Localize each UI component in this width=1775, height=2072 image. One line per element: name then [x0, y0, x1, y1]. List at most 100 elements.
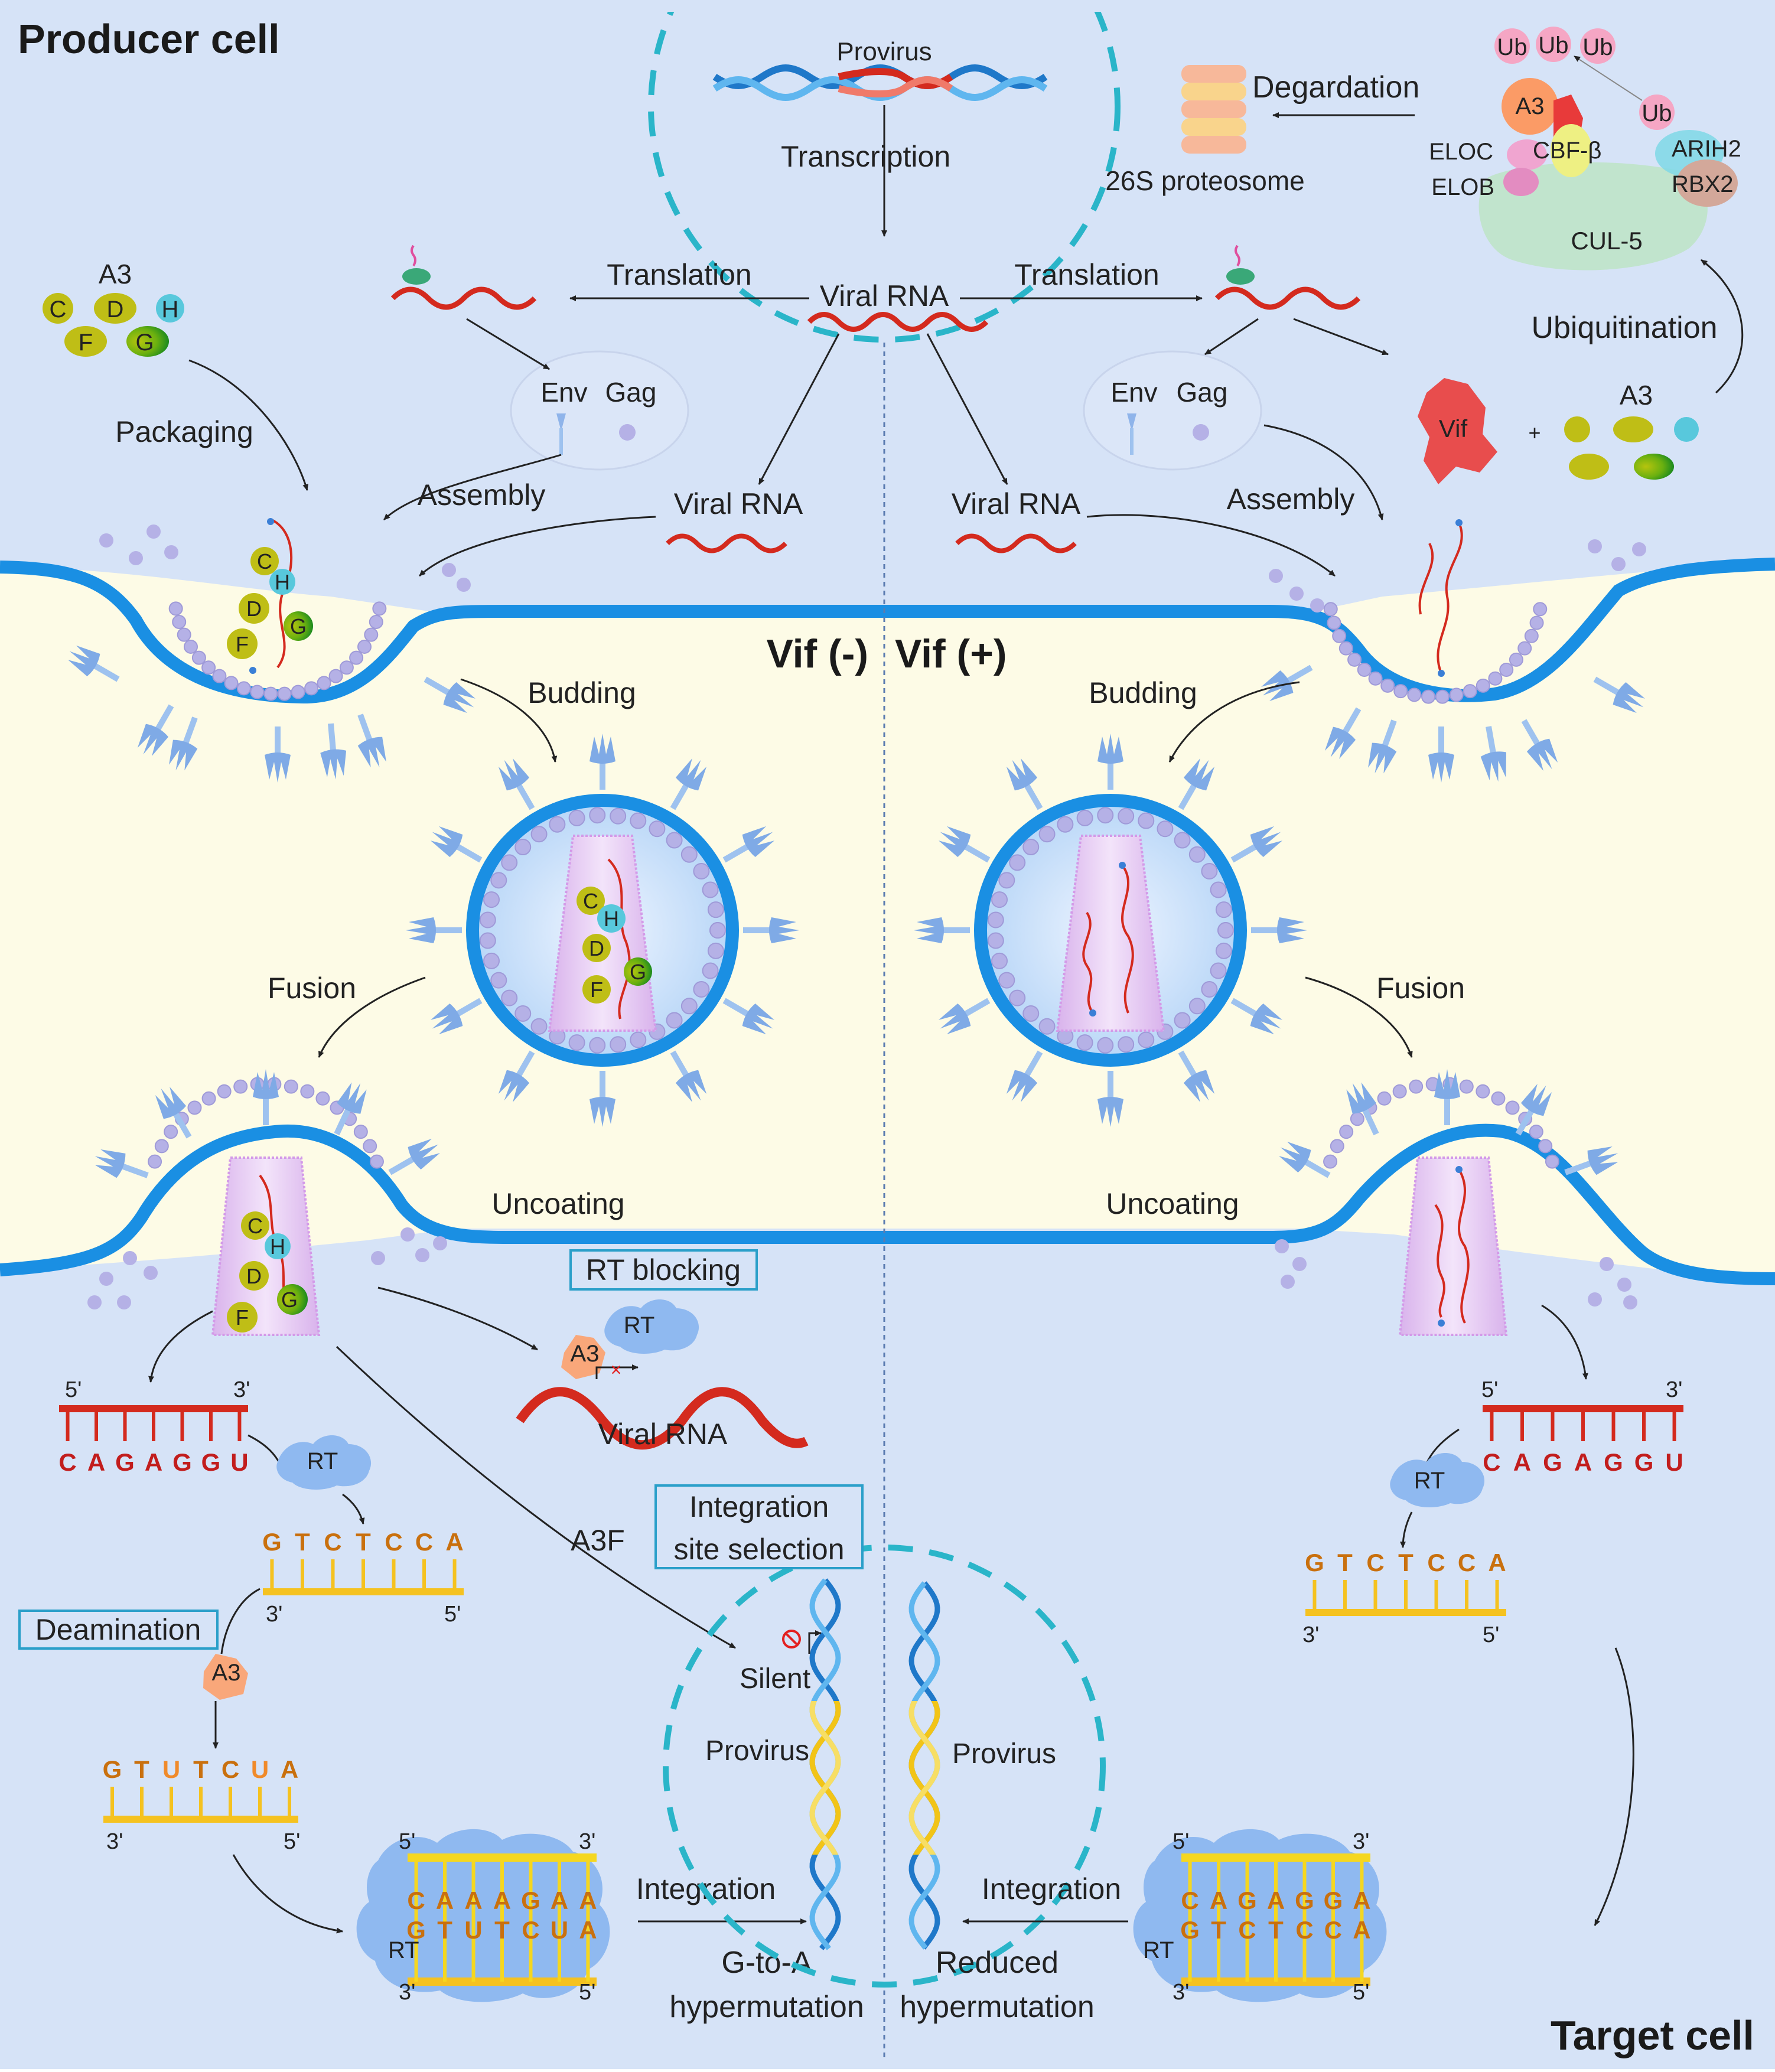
ub-label-4: Ub: [1642, 100, 1672, 126]
fusion-left-label: Fusion: [268, 972, 356, 1005]
svg-text:C: C: [247, 1214, 263, 1238]
left-rt-label: RT: [307, 1448, 338, 1474]
right-ds-3-bottom: 3': [1173, 1980, 1189, 2005]
provirus-label-top: Provirus: [836, 37, 932, 66]
budding-right-label: Budding: [1089, 676, 1197, 709]
left-mut-5-label: 5': [284, 1829, 300, 1854]
vif-negative-label: Vif (-): [767, 631, 869, 676]
env-left-label: Env: [540, 377, 587, 408]
left-rna-base-0: C: [58, 1448, 76, 1476]
svg-text:G: G: [281, 1288, 298, 1312]
svg-text:H: H: [270, 1234, 285, 1259]
rt-blocking-box: [569, 1249, 758, 1291]
right-ds-top-base-1: A: [1210, 1887, 1227, 1914]
a3-in-capsid-uncoating: C H D G F: [227, 1174, 308, 1333]
vif-protein-icon: [1418, 378, 1497, 484]
left-rna-base-2: G: [115, 1448, 135, 1476]
left-ds-top-base-0: C: [407, 1887, 425, 1914]
env-gag-bubble-right: [1083, 350, 1262, 471]
ribosome-mrna-left: [390, 245, 537, 310]
svg-text:D: D: [589, 936, 604, 960]
left-ds-top-base-3: A: [493, 1887, 511, 1914]
gag-right-label: Gag: [1177, 377, 1228, 408]
right-ds-top-base-0: C: [1181, 1887, 1198, 1914]
right-rt-label: RT: [1414, 1468, 1445, 1494]
provirus-right-label: Provirus: [952, 1738, 1056, 1770]
a3-packaged-budding: C H D G F: [227, 518, 313, 674]
right-outcome-line1: Reduced: [936, 1946, 1059, 1980]
right-rna-5-label: 5': [1481, 1377, 1498, 1402]
right-ds-top-base-2: G: [1237, 1887, 1257, 1914]
left-mut-base-5: U: [251, 1755, 269, 1783]
deamination-a3-label: A3: [212, 1660, 241, 1686]
uncoating-right-label: Uncoating: [1106, 1187, 1239, 1220]
env-glyph-left: [556, 413, 566, 455]
env-right-label: Env: [1110, 377, 1157, 408]
rt-blocking-a3-icon: [561, 1335, 605, 1379]
provirus-helix-right: [908, 1581, 940, 1950]
fusion-right-label: Fusion: [1376, 972, 1465, 1005]
cul5-label: CUL-5: [1571, 227, 1642, 255]
budding-site-right: [1261, 539, 1646, 783]
packaging-label: Packaging: [115, 415, 253, 448]
proteasome-icon: [1181, 65, 1246, 154]
silent-label: Silent: [740, 1663, 810, 1695]
left-ds-bottom-base-6: A: [579, 1916, 597, 1944]
left-mut-base-4: C: [222, 1755, 239, 1783]
svg-text:D: D: [246, 1264, 262, 1288]
right-ds-bottom-base-2: C: [1238, 1916, 1256, 1944]
eloc-label: ELOC: [1429, 139, 1493, 165]
integration-site-line1: Integration: [689, 1490, 829, 1523]
right-ds-5-top: 5': [1173, 1829, 1189, 1854]
right-ds-rt-blob: [1133, 1829, 1387, 2002]
left-cdna-3-label: 3': [266, 1602, 282, 1627]
right-cdna-base-0: G: [1305, 1549, 1324, 1576]
integration-site-box: [654, 1484, 864, 1569]
ubiquitination-label: Ubiquitination: [1531, 311, 1717, 345]
a3-right-label: A3: [1620, 380, 1653, 411]
rbx2-label: RBX2: [1672, 171, 1734, 197]
env-glyph-right: [1127, 413, 1136, 455]
left-ds-top-base-4: G: [521, 1887, 540, 1914]
plus-sign: +: [1528, 421, 1540, 445]
left-rna-base-1: A: [87, 1448, 105, 1476]
deamination-a3-icon: [203, 1654, 248, 1700]
a3-f-label: F: [79, 330, 93, 356]
left-outcome-line2: hypermutation: [669, 1990, 864, 2024]
left-rt-icon: [276, 1435, 372, 1490]
right-outcome-line2: hypermutation: [900, 1990, 1095, 2024]
vif-positive-label: Vif (+): [895, 631, 1007, 676]
vif-label: Vif: [1439, 415, 1468, 442]
left-ds-3-bottom: 3': [399, 1980, 415, 2005]
left-ds-bottom-base-3: T: [494, 1916, 510, 1944]
bottom-nucleus: [663, 1545, 1106, 1988]
left-ds-rt-label: RT: [388, 1937, 419, 1963]
budding-left-label: Budding: [527, 676, 636, 709]
left-mut-base-2: U: [162, 1755, 180, 1783]
a3-degradation-label: A3: [1516, 93, 1545, 119]
producer-cell-title: Producer cell: [18, 16, 280, 62]
left-ds-top-base-1: A: [436, 1887, 454, 1914]
provirus-helix-top: [712, 64, 1048, 101]
right-ds-3-top: 3': [1353, 1829, 1369, 1854]
a3-cluster-right: [1564, 416, 1699, 480]
budding-site-left: [68, 524, 475, 783]
rt-blocking-rt-label: RT: [624, 1312, 655, 1338]
left-mut-base-0: G: [103, 1755, 122, 1783]
deamination-box: [18, 1610, 219, 1650]
rt-blocking-rna-label: Viral RNA: [598, 1418, 728, 1451]
left-rna-base-3: A: [145, 1448, 162, 1476]
provirus-left-label: Provirus: [705, 1735, 809, 1767]
right-ds-rt-label: RT: [1143, 1937, 1174, 1963]
assembly-left-label: Assembly: [418, 478, 546, 512]
right-ds-bottom-base-1: T: [1211, 1916, 1226, 1944]
a3-family-cluster: C D H F G: [43, 293, 184, 357]
left-cdna-base-1: T: [295, 1528, 310, 1556]
right-ds-bottom-base-6: A: [1353, 1916, 1370, 1944]
left-mut-base-1: T: [134, 1755, 149, 1783]
rt-blocking-rna: [516, 1387, 809, 1450]
left-mut-base-3: T: [193, 1755, 209, 1783]
